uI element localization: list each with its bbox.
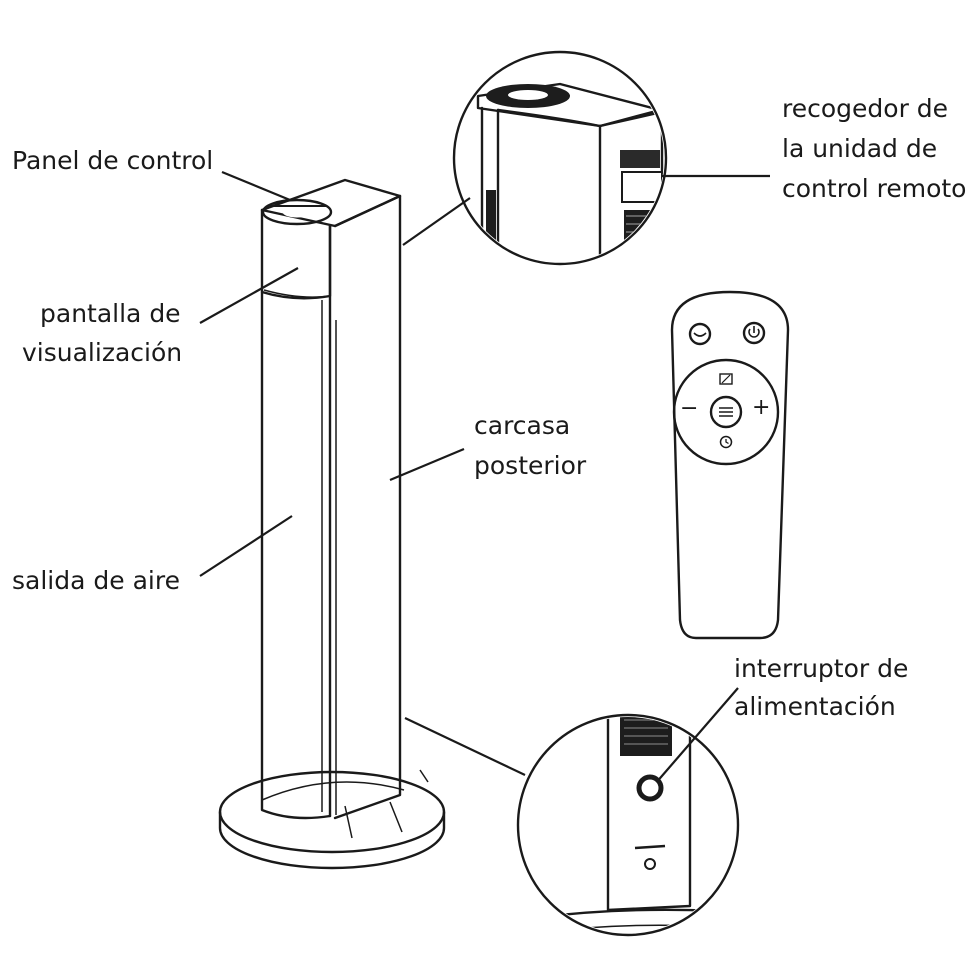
label-rear-housing-line-1: carcasa <box>474 411 571 440</box>
remote-swing-button[interactable] <box>719 373 733 385</box>
label-power-switch-line-2: alimentación <box>734 692 896 721</box>
leader-power-switch <box>654 687 739 785</box>
leader-display <box>199 267 299 324</box>
remote-timer-button[interactable] <box>719 435 733 449</box>
remote-plus-button[interactable]: + <box>752 395 771 420</box>
remote-sleep-button[interactable] <box>688 322 712 346</box>
remote-mode-button[interactable] <box>719 407 733 417</box>
leader-air-outlet <box>199 515 293 577</box>
label-rear-housing-line-2: posterior <box>474 451 587 480</box>
label-remote-holder-line-3: control remoto <box>782 174 967 203</box>
fan-tower <box>260 178 402 820</box>
label-control-panel: Panel de control <box>12 146 214 175</box>
label-remote-holder-line-1: recogedor de <box>782 94 949 123</box>
detail-remote-holder <box>452 50 668 266</box>
fan-base <box>218 769 446 870</box>
leader-rear-housing <box>389 447 465 482</box>
remote-power-button[interactable] <box>742 321 766 345</box>
label-display-line-2: visualización <box>22 338 183 367</box>
label-display-line-1: pantalla de <box>40 299 181 328</box>
leader-detail-bottom <box>404 717 526 776</box>
label-power-switch-line-1: interruptor de <box>734 654 909 683</box>
label-remote-holder-line-2: la unidad de <box>782 134 938 163</box>
remote-minus-button[interactable]: − <box>680 396 699 421</box>
remote-control <box>670 290 790 640</box>
leader-control-panel <box>221 170 291 202</box>
leader-detail-top <box>402 197 471 246</box>
detail-power-switch <box>516 713 740 937</box>
label-air-outlet: salida de aire <box>12 566 180 595</box>
